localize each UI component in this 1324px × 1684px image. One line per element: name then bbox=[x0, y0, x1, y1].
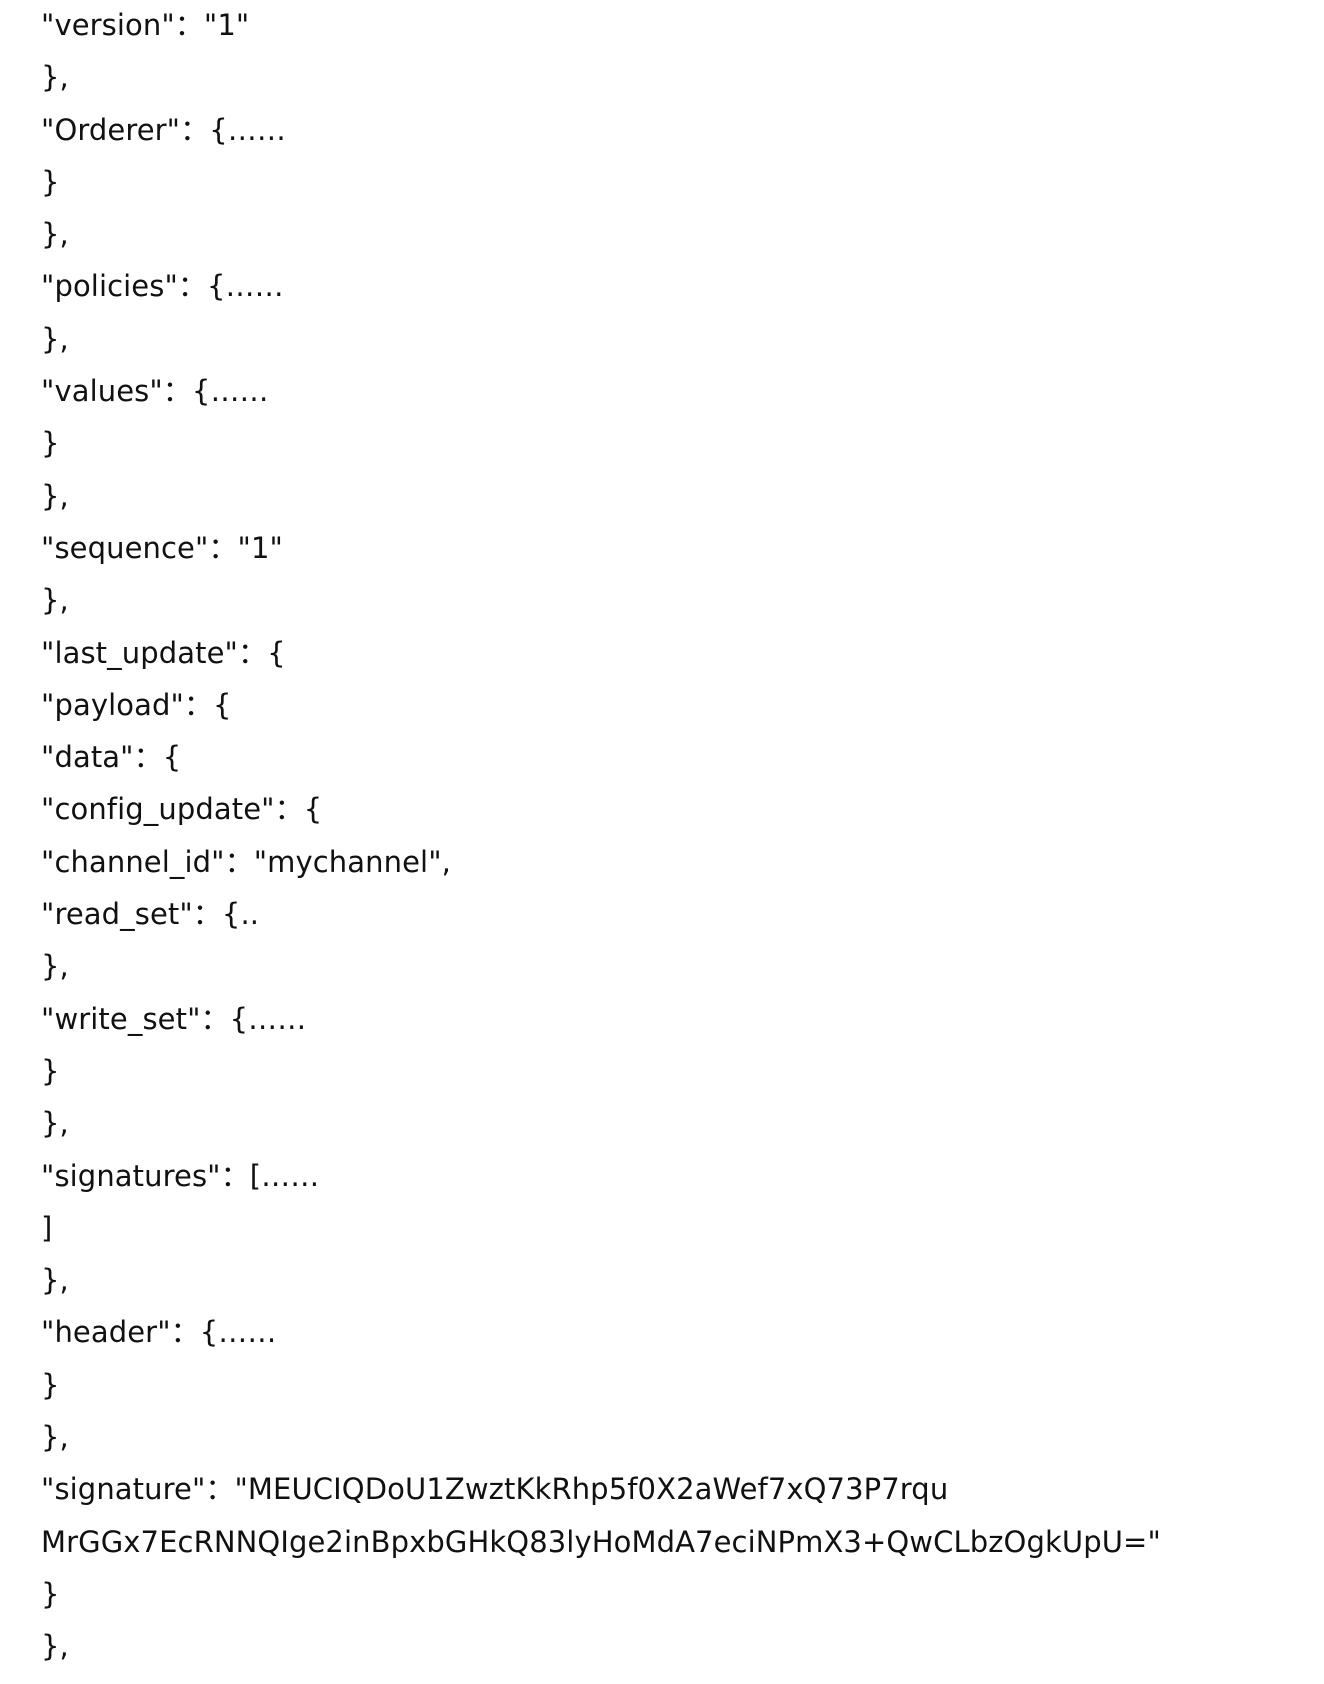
code-line: ] bbox=[41, 1210, 53, 1245]
json-document: "version"："1" }, "Orderer"：{…… } }, "pol… bbox=[41, 0, 1301, 1674]
code-line: "signatures"：[…… bbox=[41, 1158, 320, 1193]
code-line: }, bbox=[41, 478, 69, 513]
code-line: MrGGx7EcRNNQIge2inBpxbGHkQ83lyHoMdA7eciN… bbox=[41, 1524, 1161, 1559]
code-line: }, bbox=[41, 583, 69, 618]
code-line: }, bbox=[41, 1420, 69, 1455]
code-line: "policies"：{…… bbox=[41, 269, 284, 304]
code-line: "Orderer"：{…… bbox=[41, 112, 286, 147]
code-line: "signature"："MEUCIQDoU1ZwztKkRhp5f0X2aWe… bbox=[41, 1472, 949, 1507]
code-line: "channel_id"："mychannel", bbox=[41, 844, 451, 879]
code-line: "sequence"："1" bbox=[41, 530, 283, 565]
code-line: } bbox=[41, 426, 60, 461]
code-line: }, bbox=[41, 217, 69, 252]
code-line: }, bbox=[41, 1263, 69, 1298]
code-line: } bbox=[41, 1576, 60, 1611]
code-line: "values"：{…… bbox=[41, 374, 269, 409]
code-line: }, bbox=[41, 1629, 69, 1664]
code-line: "write_set"：{…… bbox=[41, 1001, 307, 1036]
code-line: }, bbox=[41, 949, 69, 984]
code-line: }, bbox=[41, 60, 69, 95]
code-line: "version"："1" bbox=[41, 8, 250, 42]
code-line: "data"：{ bbox=[41, 740, 182, 775]
code-line: "read_set"：{.. bbox=[41, 897, 260, 932]
code-line: } bbox=[41, 1367, 60, 1402]
code-line: "config_update"：{ bbox=[41, 792, 323, 827]
code-line: } bbox=[41, 1053, 60, 1088]
code-line: "payload"：{ bbox=[41, 687, 232, 722]
code-line: } bbox=[41, 164, 60, 199]
code-line: "last_update"：{ bbox=[41, 635, 286, 670]
code-line: }, bbox=[41, 1106, 69, 1141]
code-line: }, bbox=[41, 321, 69, 356]
code-line: "header"：{…… bbox=[41, 1315, 277, 1350]
